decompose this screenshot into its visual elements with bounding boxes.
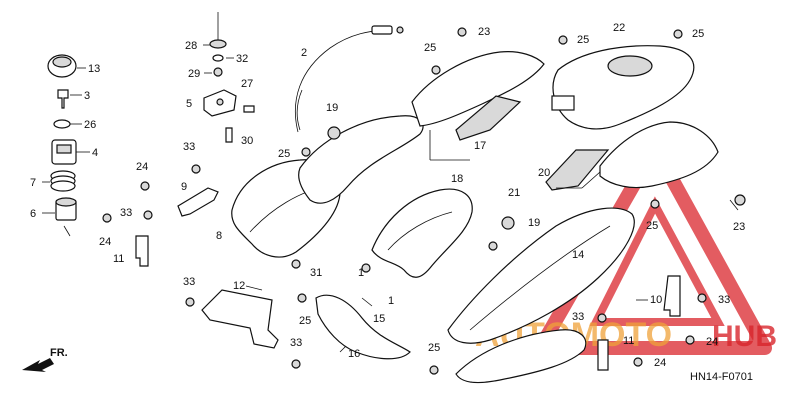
callout-33a: 33 [183, 141, 195, 153]
callout-33c: 33 [183, 276, 195, 288]
callout-28: 28 [185, 40, 197, 52]
watermark-text-hub: HUB [712, 320, 777, 353]
callout-5: 5 [186, 98, 192, 110]
callout-25g: 25 [428, 342, 440, 354]
part-spring-7 [50, 170, 76, 192]
callout-6: 6 [30, 208, 36, 220]
callout-33f: 33 [572, 311, 584, 323]
part-under-cover-16 [315, 294, 411, 360]
callouts: 28 32 29 2 27 5 30 13 3 26 4 7 6 33 24 9… [30, 22, 745, 369]
callout-12: 12 [233, 280, 245, 292]
callout-25e: 25 [646, 220, 658, 232]
callout-3: 3 [84, 90, 90, 102]
part-washer-26 [53, 119, 71, 129]
callout-33b: 33 [120, 207, 132, 219]
diagram-code: HN14-F0701 [690, 371, 753, 383]
callout-17: 17 [474, 140, 486, 152]
callout-25c: 25 [577, 34, 589, 46]
callout-11: 11 [113, 253, 124, 265]
part-stay-11b [597, 339, 609, 371]
part-tank-cover-22 [552, 45, 695, 130]
part-side-cover-18 [411, 51, 545, 127]
callout-19b: 19 [528, 217, 540, 229]
part-front-cover [298, 115, 424, 204]
callout-7: 7 [30, 177, 36, 189]
leader-lines [42, 44, 739, 353]
callout-24d: 24 [654, 357, 666, 369]
callout-14: 14 [572, 249, 584, 261]
callout-18: 18 [451, 173, 463, 185]
part-screw-30 [225, 127, 233, 143]
callout-2: 2 [301, 47, 307, 59]
callout-24a: 24 [136, 161, 148, 173]
callout-26: 26 [84, 119, 96, 131]
part-holder-6 [55, 197, 77, 221]
part-bracket-5 [203, 89, 237, 117]
callout-25d: 25 [692, 28, 704, 40]
callout-11b: 11 [623, 335, 634, 347]
callout-32: 32 [236, 53, 248, 65]
callout-15: 15 [373, 313, 385, 325]
callout-19a: 19 [326, 102, 338, 114]
part-stay-12 [201, 289, 279, 349]
callout-23b: 23 [733, 221, 745, 233]
callout-24b: 24 [99, 236, 111, 248]
part-pad-17 [455, 95, 522, 141]
callout-25f: 25 [299, 315, 311, 327]
part-bolt-3 [57, 89, 69, 109]
callout-30: 30 [241, 135, 253, 147]
callout-8: 8 [216, 230, 222, 242]
part-screw-27 [243, 105, 255, 113]
front-direction-label: FR. [50, 347, 68, 359]
callout-22: 22 [613, 22, 625, 34]
part-washer-28 [209, 39, 227, 49]
callout-33e: 33 [718, 294, 730, 306]
part-stay-10 [663, 275, 681, 317]
part-switch-4 [51, 139, 77, 165]
callout-20: 20 [538, 167, 550, 179]
part-cap-13 [47, 54, 77, 78]
callout-16: 16 [348, 348, 360, 360]
callout-4: 4 [92, 147, 98, 159]
part-center-cover-15 [371, 188, 473, 278]
callout-13: 13 [88, 63, 100, 75]
front-direction-arrow-icon: FR. [22, 347, 68, 372]
callout-25b: 25 [424, 42, 436, 54]
part-bracket-9 [177, 187, 219, 217]
callout-10: 10 [650, 294, 662, 306]
callout-24c: 24 [706, 336, 718, 348]
callout-27: 27 [241, 78, 253, 90]
callout-33d: 33 [290, 337, 302, 349]
callout-23a: 23 [478, 26, 490, 38]
part-washer-32 [212, 54, 224, 62]
callout-1a: 1 [358, 267, 364, 279]
callout-9: 9 [181, 181, 187, 193]
part-rear-cover-21 [599, 121, 719, 189]
callout-31: 31 [310, 267, 322, 279]
watermark-inner-triangle-icon [589, 196, 725, 326]
part-pad-20 [545, 149, 610, 191]
part-stay-11 [135, 235, 149, 267]
part-rear-mudguard [455, 329, 587, 384]
part-cable-2 [295, 29, 393, 133]
part-nut-29 [213, 67, 223, 77]
callout-29: 29 [188, 68, 200, 80]
fasteners [102, 27, 746, 375]
callout-21: 21 [508, 187, 520, 199]
callout-25a: 25 [278, 148, 290, 160]
callout-1b: 1 [388, 295, 394, 307]
